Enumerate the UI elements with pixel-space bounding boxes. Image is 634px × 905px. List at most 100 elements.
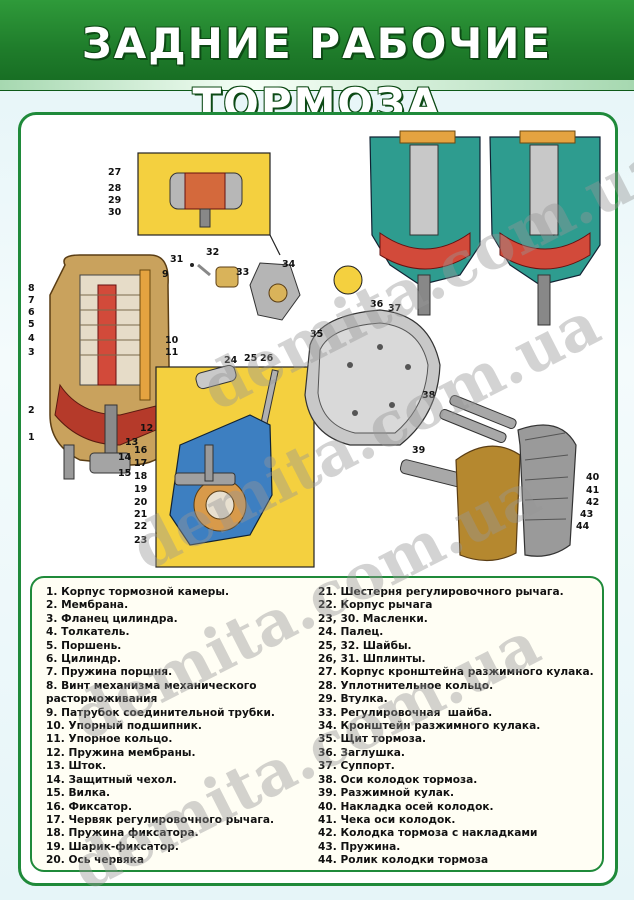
- legend-item: 24. Палец.: [318, 626, 384, 639]
- legend-item: 11. Упорное кольцо.: [46, 733, 173, 746]
- legend-item: 44. Ролик колодки тормоза: [318, 854, 489, 867]
- callout-25: 25: [244, 353, 257, 364]
- callout-15: 15: [118, 468, 131, 479]
- brake-chamber-drawing: [49, 254, 171, 480]
- poster-title: ЗАДНИЕ РАБОЧИЕ ТОРМОЗА: [81, 19, 553, 128]
- callout-20: 20: [134, 497, 148, 508]
- legend-item: 2. Мембрана.: [46, 599, 129, 612]
- callout-12: 12: [140, 423, 153, 434]
- legend-item: 25, 32. Шайбы.: [318, 639, 412, 652]
- callout-37: 37: [388, 303, 401, 314]
- callout-29: 29: [108, 195, 121, 206]
- legend-item: 19. Шарик-фиксатор.: [46, 840, 179, 853]
- legend-item: 27. Корпус кронштейна разжимного кулака.: [318, 666, 594, 679]
- legend-item: 18. Пружина фиксатора.: [46, 827, 199, 840]
- callout-7: 7: [28, 295, 35, 306]
- legend-item: 15. Вилка.: [46, 787, 111, 800]
- title-banner-stripe: [0, 80, 634, 90]
- callout-35: 35: [310, 329, 323, 340]
- legend-item: 4. Толкатель.: [46, 626, 130, 639]
- legend-item: 16. Фиксатор.: [46, 800, 133, 813]
- callout-27: 27: [108, 167, 121, 178]
- callout-numbers: 1 2 3 4 5 6 7 8 9 10 11 12 13 14 15 16 1…: [28, 167, 600, 546]
- callout-40: 40: [586, 472, 600, 483]
- callout-14: 14: [118, 452, 132, 463]
- slack-adjuster-inset: [155, 364, 315, 568]
- legend-item: 35. Щит тормоза.: [318, 733, 427, 746]
- callout-43: 43: [580, 509, 593, 520]
- callout-3: 3: [28, 347, 35, 358]
- callout-11: 11: [165, 347, 178, 358]
- brake-shoes-drawing: [455, 424, 577, 562]
- legend-item: 38. Оси колодок тормоза.: [318, 773, 478, 786]
- callout-16: 16: [134, 445, 148, 456]
- legend-item: 17. Червяк регулировочного рычага.: [46, 813, 275, 826]
- callout-1: 1: [28, 432, 35, 443]
- chamber-section-views: [369, 130, 601, 326]
- legend-item: 33. Регулировочная шайба.: [318, 706, 493, 719]
- legend-item: 34. Кронштейн разжимного кулака.: [318, 720, 541, 733]
- callout-10: 10: [165, 335, 179, 346]
- callout-31: 31: [170, 254, 183, 265]
- callout-6: 6: [28, 307, 35, 318]
- legend-item: 20. Ось червяка: [46, 854, 145, 867]
- legend-item: расторможивания: [46, 693, 158, 706]
- legend-column-left: 1. Корпус тормозной камеры. 2. Мембрана.…: [46, 586, 316, 868]
- callout-32: 32: [206, 247, 219, 258]
- callout-38: 38: [422, 390, 436, 401]
- callout-41: 41: [586, 485, 599, 496]
- legend-item: 3. Фланец цилиндра.: [46, 612, 178, 625]
- legend-item: 7. Пружина поршня.: [46, 666, 173, 679]
- legend-item: 41. Чека оси колодок.: [318, 813, 456, 826]
- legend-item: 37. Суппорт.: [318, 760, 395, 773]
- seal-bushing-inset: [137, 152, 281, 256]
- legend-item: 12. Пружина мембраны.: [46, 746, 196, 759]
- callout-24: 24: [224, 355, 238, 366]
- legend-box: [30, 576, 604, 872]
- callout-18: 18: [134, 471, 148, 482]
- callout-26: 26: [260, 353, 274, 364]
- legend-item: 6. Цилиндр.: [46, 653, 121, 666]
- callout-21: 21: [134, 509, 147, 520]
- callout-42: 42: [586, 497, 599, 508]
- plug-drawing: [333, 265, 363, 295]
- callout-5: 5: [28, 319, 35, 330]
- brake-shield-drawing: [304, 309, 441, 446]
- legend-item: 10. Упорный подшипник.: [46, 720, 202, 733]
- callout-39: 39: [412, 445, 425, 456]
- callout-4: 4: [28, 333, 35, 344]
- callout-9: 9: [162, 269, 169, 280]
- legend-item: 40. Накладка осей колодок.: [318, 800, 494, 813]
- legend-item: 26, 31. Шплинты.: [318, 653, 426, 666]
- callout-17: 17: [134, 458, 147, 469]
- callout-34: 34: [282, 259, 296, 270]
- callout-19: 19: [134, 484, 147, 495]
- shoe-axles-drawing: [439, 394, 517, 444]
- legend-item: 8. Винт механизма механического: [46, 679, 257, 692]
- legend-item: 29. Втулка.: [318, 693, 388, 706]
- cam-bracket-parts: [190, 262, 301, 321]
- callout-33: 33: [236, 267, 249, 278]
- legend-item: 23, 30. Масленки.: [318, 612, 428, 625]
- legend-column-right: 21. Шестерня регулировочного рычага. 22.…: [318, 586, 608, 868]
- callout-36: 36: [370, 299, 384, 310]
- legend-item: 22. Корпус рычага: [318, 599, 433, 612]
- legend-item: 5. Поршень.: [46, 639, 122, 652]
- legend-item: 1. Корпус тормозной камеры.: [46, 586, 229, 598]
- legend-item: 36. Заглушка.: [318, 746, 405, 759]
- callout-8: 8: [28, 283, 35, 294]
- legend-item: 9. Патрубок соединительной трубки.: [46, 706, 275, 719]
- legend-item: 14. Защитный чехол.: [46, 773, 177, 786]
- callout-28: 28: [108, 183, 122, 194]
- legend-item: 43. Пружина.: [318, 840, 401, 853]
- callout-13: 13: [125, 437, 138, 448]
- legend-item: 39. Разжимной кулак.: [318, 787, 455, 800]
- legend-item: 42. Колодка тормоза с накладками: [318, 827, 538, 840]
- legend-item: 28. Уплотнительное кольцо.: [318, 679, 494, 692]
- brake-diagram: 1 2 3 4 5 6 7 8 9 10 11 12 13 14 15 16 1…: [28, 130, 601, 568]
- callout-2: 2: [28, 405, 35, 416]
- callout-22: 22: [134, 521, 147, 532]
- callout-30: 30: [108, 207, 122, 218]
- legend-item: 21. Шестерня регулировочного рычага.: [318, 586, 564, 598]
- callout-23: 23: [134, 535, 147, 546]
